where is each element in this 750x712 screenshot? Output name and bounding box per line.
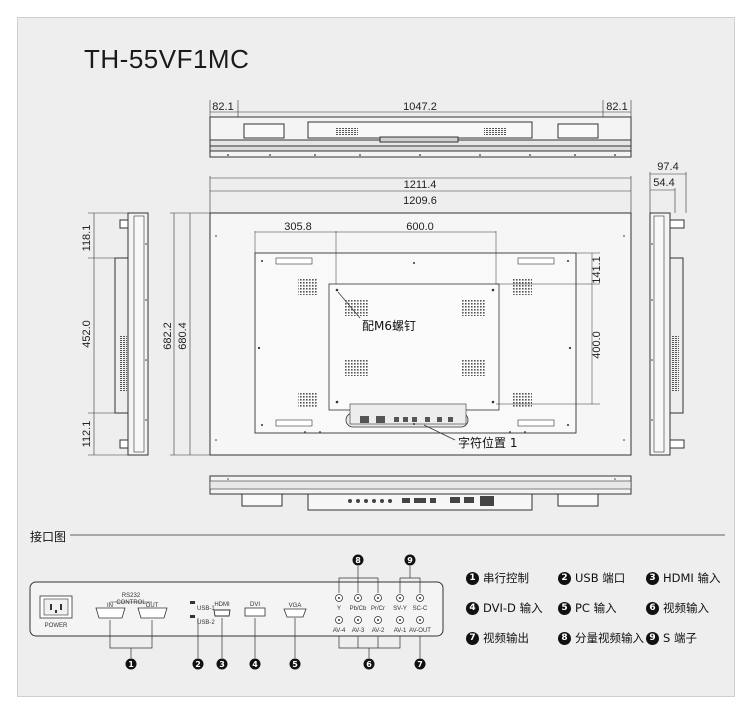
- label-av3: AV-3: [352, 628, 365, 634]
- dim-inner-width: 1209.6: [403, 195, 437, 207]
- dim-mount-width: 600.0: [406, 221, 434, 233]
- dim-height-inner: 680.4: [177, 322, 189, 350]
- vga-port-icon: [283, 608, 307, 618]
- bottom-view: [209, 475, 632, 511]
- label-vga: VGA: [289, 603, 302, 609]
- label-pb: Pb/Cb: [350, 606, 367, 612]
- label-svy: SV-Y: [393, 606, 407, 612]
- dim-side-mid: 452.0: [81, 320, 93, 348]
- label-av1: AV-1: [394, 628, 407, 634]
- marker-5: 5: [292, 660, 298, 669]
- marker-3: 3: [219, 660, 225, 669]
- label-y: Y: [337, 606, 341, 612]
- hdmi-port-icon: [213, 609, 231, 617]
- dim-side-top: 118.1: [81, 225, 93, 252]
- marker-8: 8: [355, 556, 361, 565]
- dim-top-left: 82.1: [212, 101, 233, 113]
- marker-6: 6: [366, 660, 372, 669]
- label-in: IN: [107, 603, 113, 609]
- dim-mount-offset: 305.8: [284, 221, 312, 233]
- left-side-view: [88, 212, 149, 456]
- marker-1: 1: [128, 660, 134, 669]
- label-svc: SC-C: [413, 606, 428, 612]
- screw-callout: 配M6螺钉: [362, 319, 416, 333]
- dim-depth-body: 54.4: [653, 177, 674, 189]
- label-av4: AV-4: [333, 628, 346, 634]
- rs232-in-port-icon: [95, 607, 126, 619]
- dim-outer-width: 1211.4: [404, 179, 437, 191]
- dim-height-outer: 682.2: [162, 322, 174, 350]
- label-power: POWER: [45, 623, 68, 629]
- label-control: CONTROL: [116, 600, 146, 606]
- right-side-view: [649, 172, 687, 456]
- dim-top-right: 82.1: [606, 101, 627, 113]
- rear-view: [170, 176, 632, 456]
- dim-mount-height: 400.0: [591, 331, 603, 359]
- label-hdmi: HDMI: [214, 602, 230, 608]
- leader-lines: [109, 566, 421, 658]
- marker-7: 7: [417, 660, 423, 669]
- dim-top-mid: 1047.2: [403, 101, 437, 113]
- label-usb2: USB-2: [197, 620, 215, 626]
- label-avout: AV-OUT: [409, 628, 431, 634]
- top-view: [209, 100, 632, 158]
- model-title: TH-55VF1MC: [84, 44, 250, 74]
- interface-section-title: 接口图: [30, 528, 71, 545]
- label-pr: Pr/Cr: [371, 606, 385, 612]
- dvi-port-icon: [244, 607, 266, 617]
- label-av2: AV-2: [372, 628, 385, 634]
- label-rs232: RS232: [122, 593, 141, 599]
- marker-9: 9: [407, 556, 413, 565]
- rs232-out-port-icon: [137, 607, 168, 619]
- marker-2: 2: [195, 660, 201, 669]
- dim-depth-total: 97.4: [657, 161, 678, 173]
- marker-4: 4: [252, 660, 258, 669]
- label-out: OUT: [146, 603, 159, 609]
- label-usb1: USB-1: [197, 606, 215, 612]
- dim-side-bottom: 112.1: [81, 421, 93, 448]
- label-dvi: DVI: [250, 602, 260, 608]
- usb1-port-icon: [190, 601, 195, 604]
- usb2-port-icon: [190, 615, 195, 618]
- port-markers: 1 2 3 4 5 6 7 8 9: [125, 554, 426, 670]
- char-position-callout: 字符位置 1: [458, 435, 517, 450]
- dim-mount-top: 141.1: [591, 256, 603, 284]
